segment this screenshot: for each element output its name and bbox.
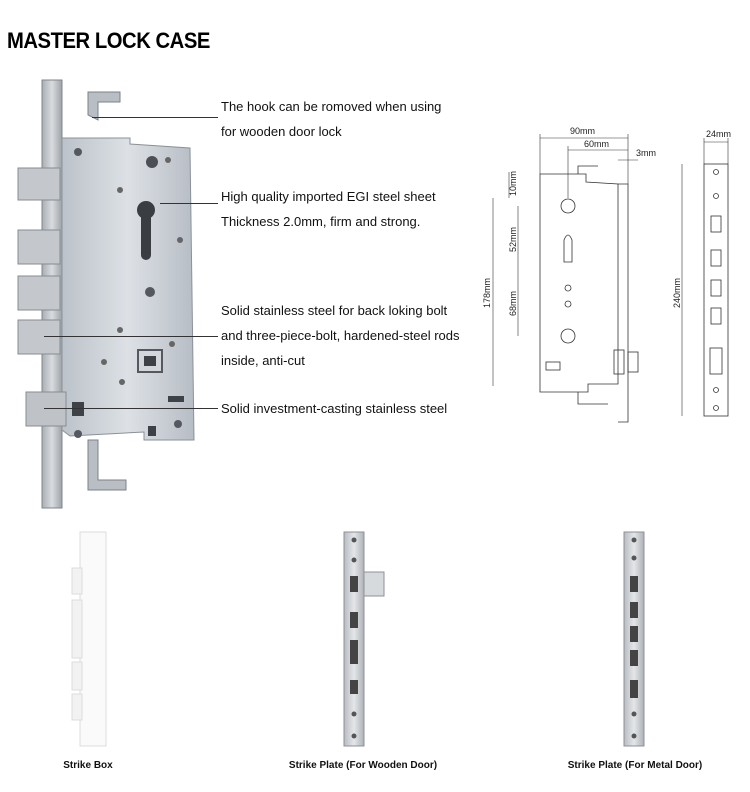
callout-investment-casting: Solid investment-casting stainless steel xyxy=(221,396,447,421)
lock-case-dimension-drawing: 90mm 60mm 3mm 10mm 52mm 178mm 68mm xyxy=(482,126,656,423)
lock-case-illustration xyxy=(17,79,195,509)
callout-casting-line1: Solid investment-casting stainless steel xyxy=(221,401,448,416)
dim-178mm: 178mm xyxy=(482,278,492,308)
strike-box-illustration xyxy=(71,531,107,747)
callout-leader-3 xyxy=(44,336,218,337)
caption-strike-plate-metal: Strike Plate (For Metal Door) xyxy=(567,760,703,771)
callout-egi-line2: Thickness 2.0mm, firm and strong. xyxy=(221,214,421,229)
dim-240mm: 240mm xyxy=(672,278,682,308)
callout-hook-line2: for wooden door lock xyxy=(221,124,342,139)
dim-3mm: 3mm xyxy=(636,148,656,158)
callout-stainless-bolt: Solid stainless steel for back loking bo… xyxy=(221,298,459,373)
callout-hook-line1: The hook can be romoved when using xyxy=(221,99,442,114)
dim-60mm: 60mm xyxy=(584,139,609,149)
callout-hook: The hook can be romoved when using for w… xyxy=(221,94,441,144)
callout-egi-steel: High quality imported EGI steel sheet Th… xyxy=(221,184,436,234)
dim-90mm: 90mm xyxy=(570,126,595,136)
page-title: MASTER LOCK CASE xyxy=(7,28,210,53)
strike-plate-metal-illustration xyxy=(623,531,645,747)
caption-strike-box: Strike Box xyxy=(63,760,113,771)
callout-bolt-line1: Solid stainless steel for back loking bo… xyxy=(221,303,448,318)
callout-egi-line1: High quality imported EGI steel sheet xyxy=(221,189,436,204)
callout-bolt-line3: inside, anti-cut xyxy=(221,353,305,368)
dim-24mm: 24mm xyxy=(706,129,731,139)
callout-leader-4 xyxy=(44,408,218,409)
dim-10mm: 10mm xyxy=(508,171,518,196)
strike-plate-wooden-illustration xyxy=(343,531,385,747)
caption-strike-plate-wooden: Strike Plate (For Wooden Door) xyxy=(288,760,438,771)
dim-68mm: 68mm xyxy=(508,291,518,316)
callout-bolt-line2: and three-piece-bolt, hardened-steel rod… xyxy=(221,328,460,343)
callout-leader-1 xyxy=(92,117,218,118)
callout-leader-2 xyxy=(160,203,218,204)
faceplate-dimension-drawing: 24mm 240mm xyxy=(672,129,731,417)
dim-52mm: 52mm xyxy=(508,227,518,252)
